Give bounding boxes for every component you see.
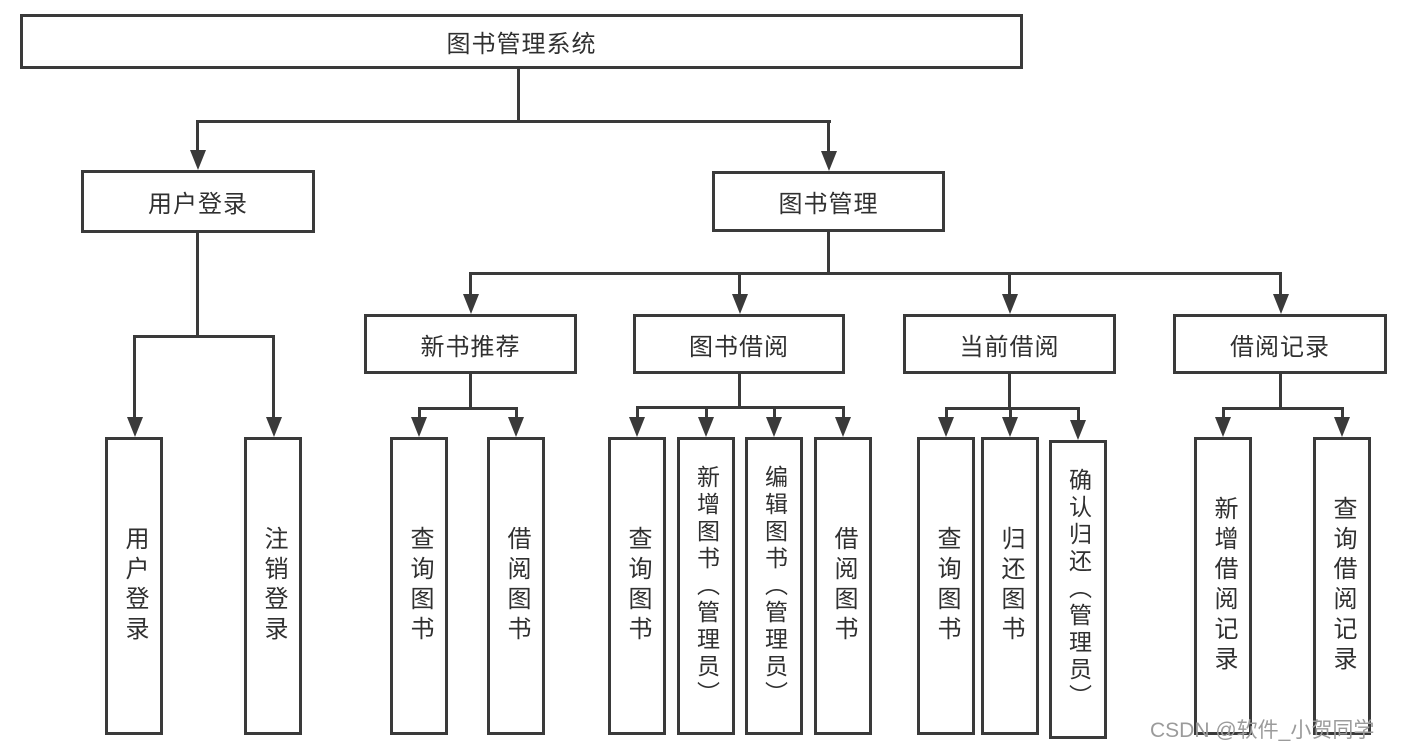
connector-root-to-user <box>196 120 199 152</box>
arrow-down-icon <box>1002 417 1018 437</box>
node-root: 图书管理系统 <box>20 14 1023 69</box>
connector-user-stem <box>196 233 199 338</box>
arrow-down-icon <box>1070 420 1086 440</box>
node-new-book-recommend: 新书推荐 <box>364 314 577 374</box>
arrow-down-icon <box>766 417 782 437</box>
arrow-down-icon <box>127 417 143 437</box>
connector-current-branch <box>945 407 1080 410</box>
node-book-management: 图书管理 <box>712 171 945 232</box>
leaf-query-borrow-record: 查询借阅记录 <box>1313 437 1371 735</box>
arrow-down-icon <box>1334 417 1350 437</box>
connector-user-to-login <box>133 335 136 419</box>
connector-records-stem <box>1279 374 1282 410</box>
leaf-recommend-query-books: 查询图书 <box>390 437 448 735</box>
connector-book-to-borrow <box>738 272 741 296</box>
connector-borrow-to-add <box>705 406 708 419</box>
leaf-current-query-books: 查询图书 <box>917 437 975 735</box>
connector-book-to-current <box>1008 272 1011 296</box>
connector-recommend-to-query <box>418 407 421 419</box>
connector-book-to-recommend <box>469 272 472 296</box>
connector-borrow-stem <box>738 374 741 409</box>
connector-root-stem <box>517 69 520 123</box>
connector-records-to-add <box>1222 407 1225 419</box>
arrow-down-icon <box>938 417 954 437</box>
connector-current-stem <box>1008 374 1011 410</box>
connector-book-stem <box>827 232 830 275</box>
connector-book-branch <box>469 272 1282 275</box>
arrow-down-icon <box>1215 417 1231 437</box>
leaf-return-books: 归还图书 <box>981 437 1039 735</box>
arrow-down-icon <box>821 151 837 171</box>
connector-records-branch <box>1222 407 1344 410</box>
leaf-recommend-borrow-books: 借阅图书 <box>487 437 545 735</box>
connector-user-to-logout <box>272 335 275 419</box>
connector-book-to-records <box>1279 272 1282 296</box>
arrow-down-icon <box>1002 294 1018 314</box>
connector-root-branch <box>196 120 831 123</box>
leaf-add-borrow-record: 新增借阅记录 <box>1194 437 1252 735</box>
leaf-edit-books-admin: 编辑图书（管理员） <box>745 437 803 735</box>
node-user-login: 用户登录 <box>81 170 315 233</box>
connector-current-to-query <box>945 407 948 419</box>
arrow-down-icon <box>266 417 282 437</box>
arrow-down-icon <box>463 294 479 314</box>
leaf-add-books-admin: 新增图书（管理员） <box>677 437 735 735</box>
connector-borrow-to-borrow <box>842 406 845 419</box>
connector-current-to-confirm <box>1077 407 1080 422</box>
leaf-logout: 注销登录 <box>244 437 302 735</box>
connector-current-to-return <box>1009 407 1012 419</box>
leaf-borrow-query-books: 查询图书 <box>608 437 666 735</box>
arrow-down-icon <box>508 417 524 437</box>
connector-recommend-stem <box>469 374 472 410</box>
connector-recommend-to-borrow <box>515 407 518 419</box>
leaf-confirm-return-admin: 确认归还（管理员） <box>1049 440 1107 739</box>
leaf-borrow-borrow-books: 借阅图书 <box>814 437 872 735</box>
arrow-down-icon <box>835 417 851 437</box>
connector-records-to-query <box>1341 407 1344 419</box>
arrow-down-icon <box>698 417 714 437</box>
arrow-down-icon <box>732 294 748 314</box>
watermark: CSDN @软件_小贺同学 <box>1150 719 1375 742</box>
connector-borrow-to-query <box>636 406 639 419</box>
connector-user-branch <box>133 335 275 338</box>
node-borrow-records: 借阅记录 <box>1173 314 1387 374</box>
connector-recommend-branch <box>418 407 518 410</box>
node-current-borrowing: 当前借阅 <box>903 314 1116 374</box>
arrow-down-icon <box>1273 294 1289 314</box>
connector-borrow-branch <box>636 406 845 409</box>
arrow-down-icon <box>629 417 645 437</box>
connector-borrow-to-edit <box>773 406 776 419</box>
node-book-borrowing: 图书借阅 <box>633 314 845 374</box>
arrow-down-icon <box>190 150 206 170</box>
connector-root-to-book <box>827 120 830 153</box>
leaf-user-login: 用户登录 <box>105 437 163 735</box>
arrow-down-icon <box>411 417 427 437</box>
